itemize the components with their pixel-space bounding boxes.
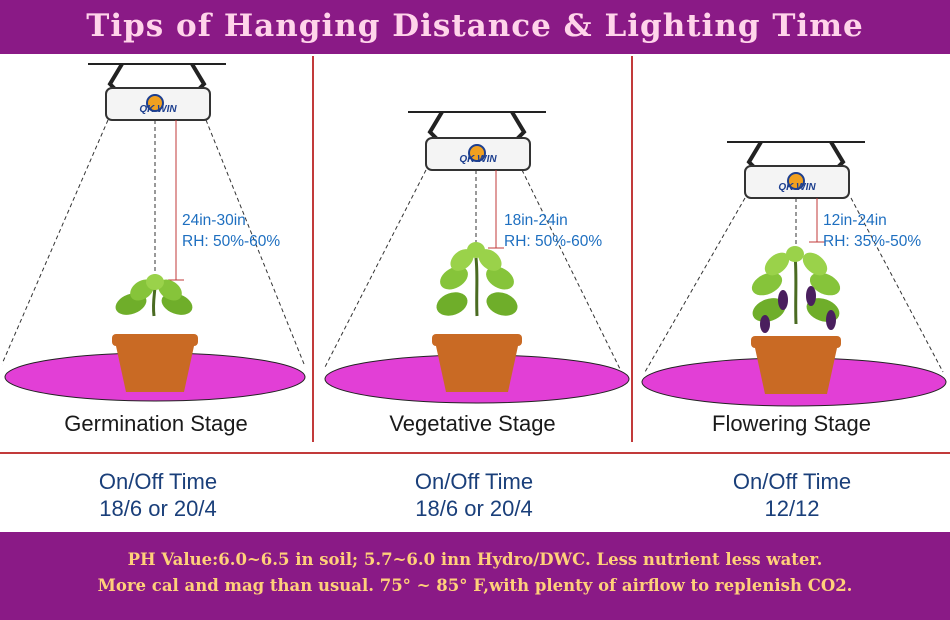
footer-banner xyxy=(0,532,950,620)
brand-logo-text: QK WIN xyxy=(778,182,816,193)
time-value: 12/12 xyxy=(764,496,820,521)
footer-line-1: PH Value:6.0~6.5 in soil; 5.7~6.0 inn Hy… xyxy=(127,550,823,569)
time-value: 18/6 or 20/4 xyxy=(415,496,533,521)
footer-line-2: More cal and mag than usual. 75° ~ 85° F… xyxy=(97,576,853,595)
stage-panel-vegetative: QK WIN 18in-24in RH: 50%-60% Vegetative … xyxy=(314,54,631,452)
stage-label: Vegetative Stage xyxy=(389,411,556,436)
stage-label: Germination Stage xyxy=(64,411,248,436)
section-divider xyxy=(0,452,950,454)
qkwin-logo-icon xyxy=(468,144,486,162)
humidity-range: RH: 35%-50% xyxy=(823,233,922,250)
stage-panel-flowering: QK WIN 12in-24in RH: 35%-50% Flowering S… xyxy=(633,54,950,452)
qkwin-logo-icon xyxy=(146,94,164,112)
column-divider xyxy=(631,56,633,442)
hanging-distance-info: 18in-24in RH: 50%-60% xyxy=(504,210,602,252)
humidity-range: RH: 50%-60% xyxy=(182,233,281,250)
brand-logo-text: QK WIN xyxy=(459,154,497,165)
brand-logo-text: QK WIN xyxy=(139,104,177,115)
page-title: Tips of Hanging Distance & Lighting Time xyxy=(86,8,864,44)
grow-light-illustration xyxy=(641,140,947,407)
distance-range: 24in-30in xyxy=(182,212,246,229)
time-label: On/Off Time xyxy=(98,469,218,494)
hanging-distance-info: 24in-30in RH: 50%-60% xyxy=(182,210,280,252)
distance-range: 12in-24in xyxy=(823,212,887,229)
hanging-distance-info: 12in-24in RH: 35%-50% xyxy=(823,210,921,252)
qkwin-logo-icon xyxy=(787,172,805,190)
title-banner xyxy=(0,0,950,54)
distance-range: 18in-24in xyxy=(504,212,568,229)
column-divider xyxy=(312,56,314,442)
grow-light-illustration xyxy=(323,110,630,404)
time-label: On/Off Time xyxy=(414,469,534,494)
stage-panel-germination: QK WIN 24in-30in RH: 50%-60% Germination… xyxy=(0,54,312,452)
lighting-time-flowering: On/Off Time 12/12 xyxy=(634,468,950,522)
humidity-range: RH: 50%-60% xyxy=(504,233,603,250)
time-label: On/Off Time xyxy=(732,469,852,494)
stage-label: Flowering Stage xyxy=(712,411,871,436)
lighting-time-vegetative: On/Off Time 18/6 or 20/4 xyxy=(316,468,632,522)
time-value: 18/6 or 20/4 xyxy=(99,496,217,521)
lighting-time-germination: On/Off Time 18/6 or 20/4 xyxy=(0,468,316,522)
